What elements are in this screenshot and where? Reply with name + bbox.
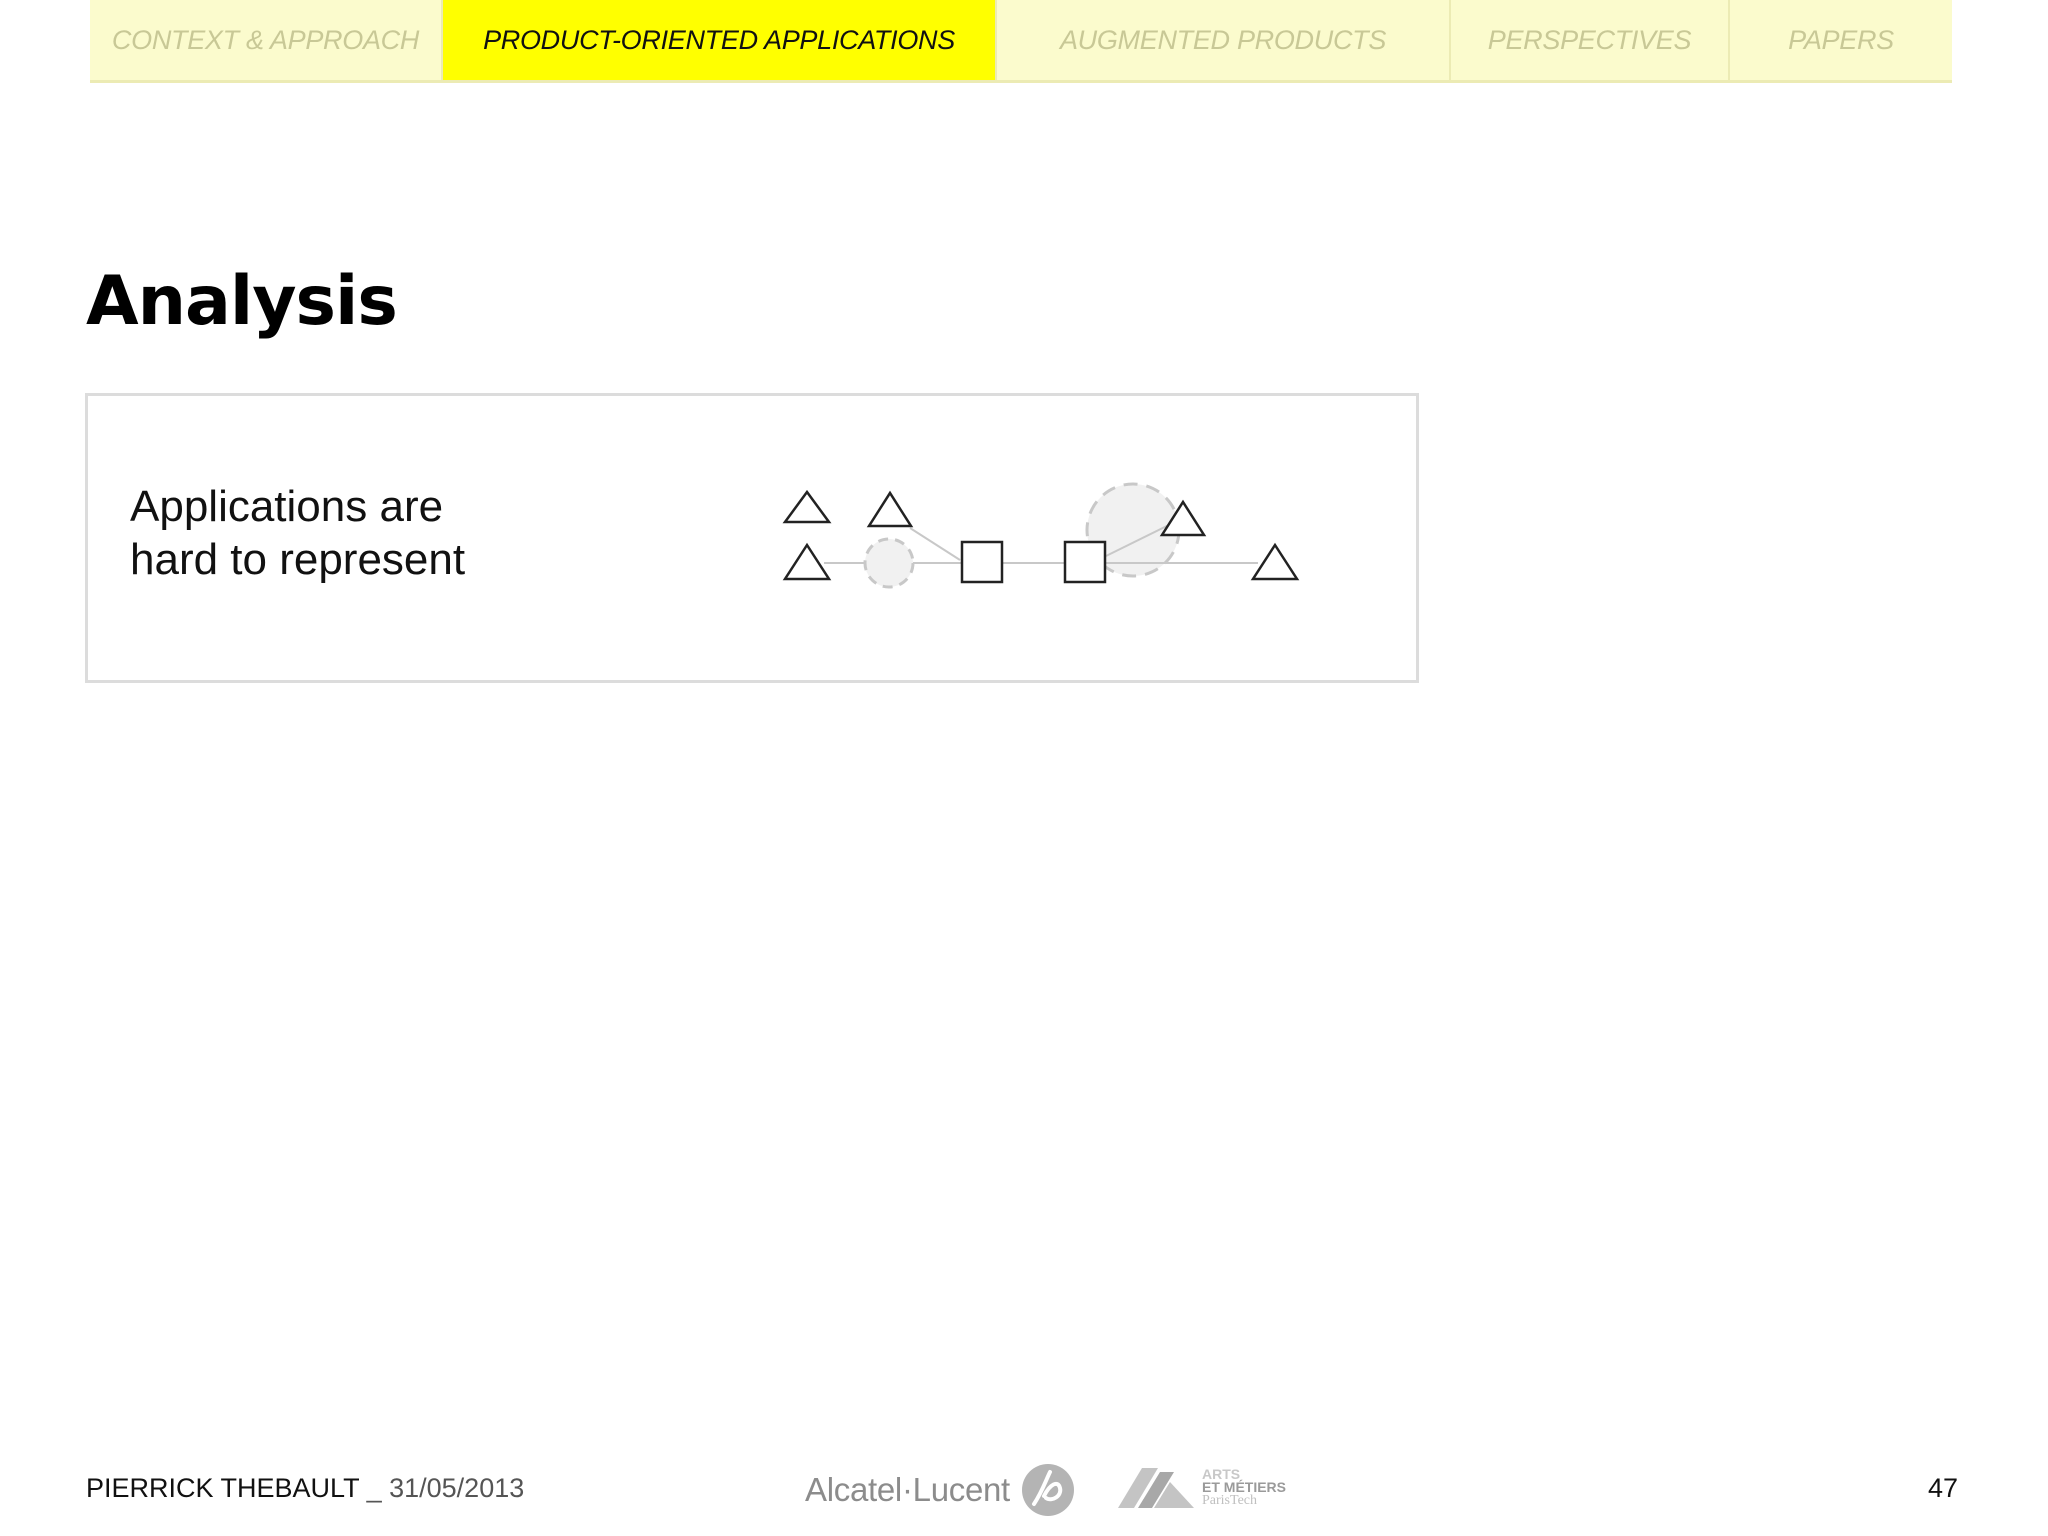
author-name: PIERRICK THEBAULT xyxy=(86,1473,360,1503)
box-text-line-1: Applications are xyxy=(130,482,444,531)
arts-et-metiers-icon xyxy=(1118,1468,1194,1508)
arts-et-metiers-logo: ARTS ET MÉTIERS ParisTech xyxy=(1118,1464,1286,1510)
author-separator: _ xyxy=(359,1473,390,1503)
dashed-circle-small xyxy=(863,537,915,589)
arts-et-metiers-wordmark: ARTS ET MÉTIERS ParisTech xyxy=(1202,1465,1287,1508)
alcatel-lucent-wordmark: Alcatel·Lucent xyxy=(805,1471,1010,1508)
square-node xyxy=(960,540,1004,584)
triangle-node xyxy=(866,490,914,528)
triangle-node xyxy=(1250,542,1300,581)
tab-label: PAPERS xyxy=(1788,24,1894,55)
square-node xyxy=(1063,540,1107,584)
triangle-node xyxy=(782,489,832,524)
box-text: Applications are hard to represent xyxy=(130,480,570,586)
triangle-node xyxy=(782,542,832,581)
tab-product-oriented-applications[interactable]: PRODUCT-ORIENTED APPLICATIONS xyxy=(443,0,997,80)
footer-author: PIERRICK THEBAULT _ 31/05/2013 xyxy=(86,1473,524,1504)
alcatel-lucent-icon xyxy=(1021,1464,1074,1516)
arts-line-1: ARTS xyxy=(1202,1465,1241,1482)
tab-papers[interactable]: PAPERS xyxy=(1730,0,1952,80)
content-box: Applications are hard to represent xyxy=(85,393,1419,683)
network-diagram xyxy=(782,482,1300,589)
page-number: 47 xyxy=(1927,1473,1958,1503)
edge-line xyxy=(909,527,961,561)
tab-augmented-products[interactable]: AUGMENTED PRODUCTS xyxy=(997,0,1451,80)
tab-perspectives[interactable]: PERSPECTIVES xyxy=(1451,0,1730,80)
tab-label: AUGMENTED PRODUCTS xyxy=(1059,24,1387,55)
arts-line-2: ET MÉTIERS xyxy=(1202,1478,1287,1495)
slide-title: Analysis xyxy=(86,262,398,341)
arts-line-3: ParisTech xyxy=(1202,1492,1258,1508)
tab-label: PRODUCT-ORIENTED APPLICATIONS xyxy=(483,24,955,55)
box-text-line-2: hard to represent xyxy=(130,535,466,584)
footer-date: 31/05/2013 xyxy=(389,1473,525,1503)
triangle-node xyxy=(1159,499,1207,537)
tab-context-approach[interactable]: CONTEXT & APPROACH xyxy=(90,0,443,80)
tab-label: CONTEXT & APPROACH xyxy=(111,24,420,55)
section-nav: CONTEXT & APPROACH PRODUCT-ORIENTED APPL… xyxy=(90,0,1952,83)
tab-label: PERSPECTIVES xyxy=(1487,24,1692,55)
alcatel-lucent-logo: Alcatel·Lucent xyxy=(805,1462,1076,1518)
